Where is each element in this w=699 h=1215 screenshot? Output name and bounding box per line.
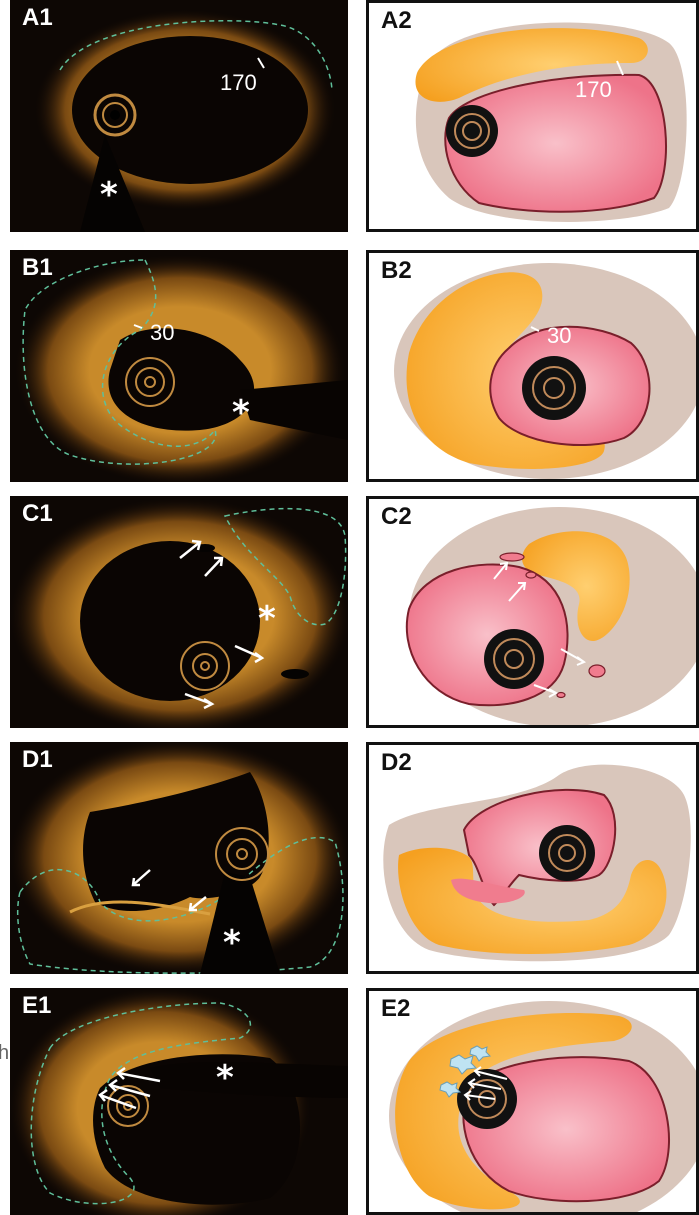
edge-text-fragment: h [0, 1042, 9, 1065]
panel-a1-oct-image: A1 170 * [10, 0, 348, 232]
thickness-measure-label: 30 [547, 323, 571, 349]
panel-d2-schematic: D2 [366, 742, 699, 974]
oct-image-a1 [10, 0, 348, 232]
panel-b2-schematic: B2 30 [366, 250, 699, 482]
panel-label: A2 [381, 7, 412, 35]
schematic-e2 [369, 991, 699, 1215]
panel-e1-oct-image: E1 * [10, 988, 348, 1215]
panel-e2-schematic: E2 [366, 988, 699, 1215]
catheter-artifact-asterisk: * [216, 1061, 234, 1095]
panel-c2-schematic: C2 [366, 496, 699, 728]
schematic-c2 [369, 499, 699, 728]
panel-a2-schematic: A2 170 [366, 0, 699, 232]
panel-label: B1 [22, 254, 53, 282]
catheter-artifact-asterisk: * [232, 396, 250, 430]
panel-label: E2 [381, 995, 410, 1023]
panel-label: C2 [381, 503, 412, 531]
panel-label: E1 [22, 992, 51, 1020]
thickness-measure-label: 170 [575, 77, 612, 103]
thickness-measure-label: 30 [150, 320, 174, 346]
panel-label: B2 [381, 257, 412, 285]
oct-image-b1 [10, 250, 348, 482]
panel-c1-oct-image: C1 * [10, 496, 348, 728]
thickness-measure-label: 170 [220, 70, 257, 96]
schematic-d2 [369, 745, 699, 974]
oct-image-e1 [10, 988, 348, 1215]
oct-image-c1 [10, 496, 348, 728]
panel-label: C1 [22, 500, 53, 528]
schematic-b2 [369, 253, 699, 482]
oct-image-d1 [10, 742, 348, 974]
schematic-a2 [369, 3, 699, 232]
catheter-artifact-asterisk: * [100, 178, 118, 212]
panel-b1-oct-image: B1 30 * [10, 250, 348, 482]
catheter-artifact-asterisk: * [223, 926, 241, 960]
catheter-artifact-asterisk: * [258, 602, 276, 636]
panel-label: A1 [22, 4, 53, 32]
panel-d1-oct-image: D1 * [10, 742, 348, 974]
panel-label: D1 [22, 746, 53, 774]
panel-label: D2 [381, 749, 412, 777]
